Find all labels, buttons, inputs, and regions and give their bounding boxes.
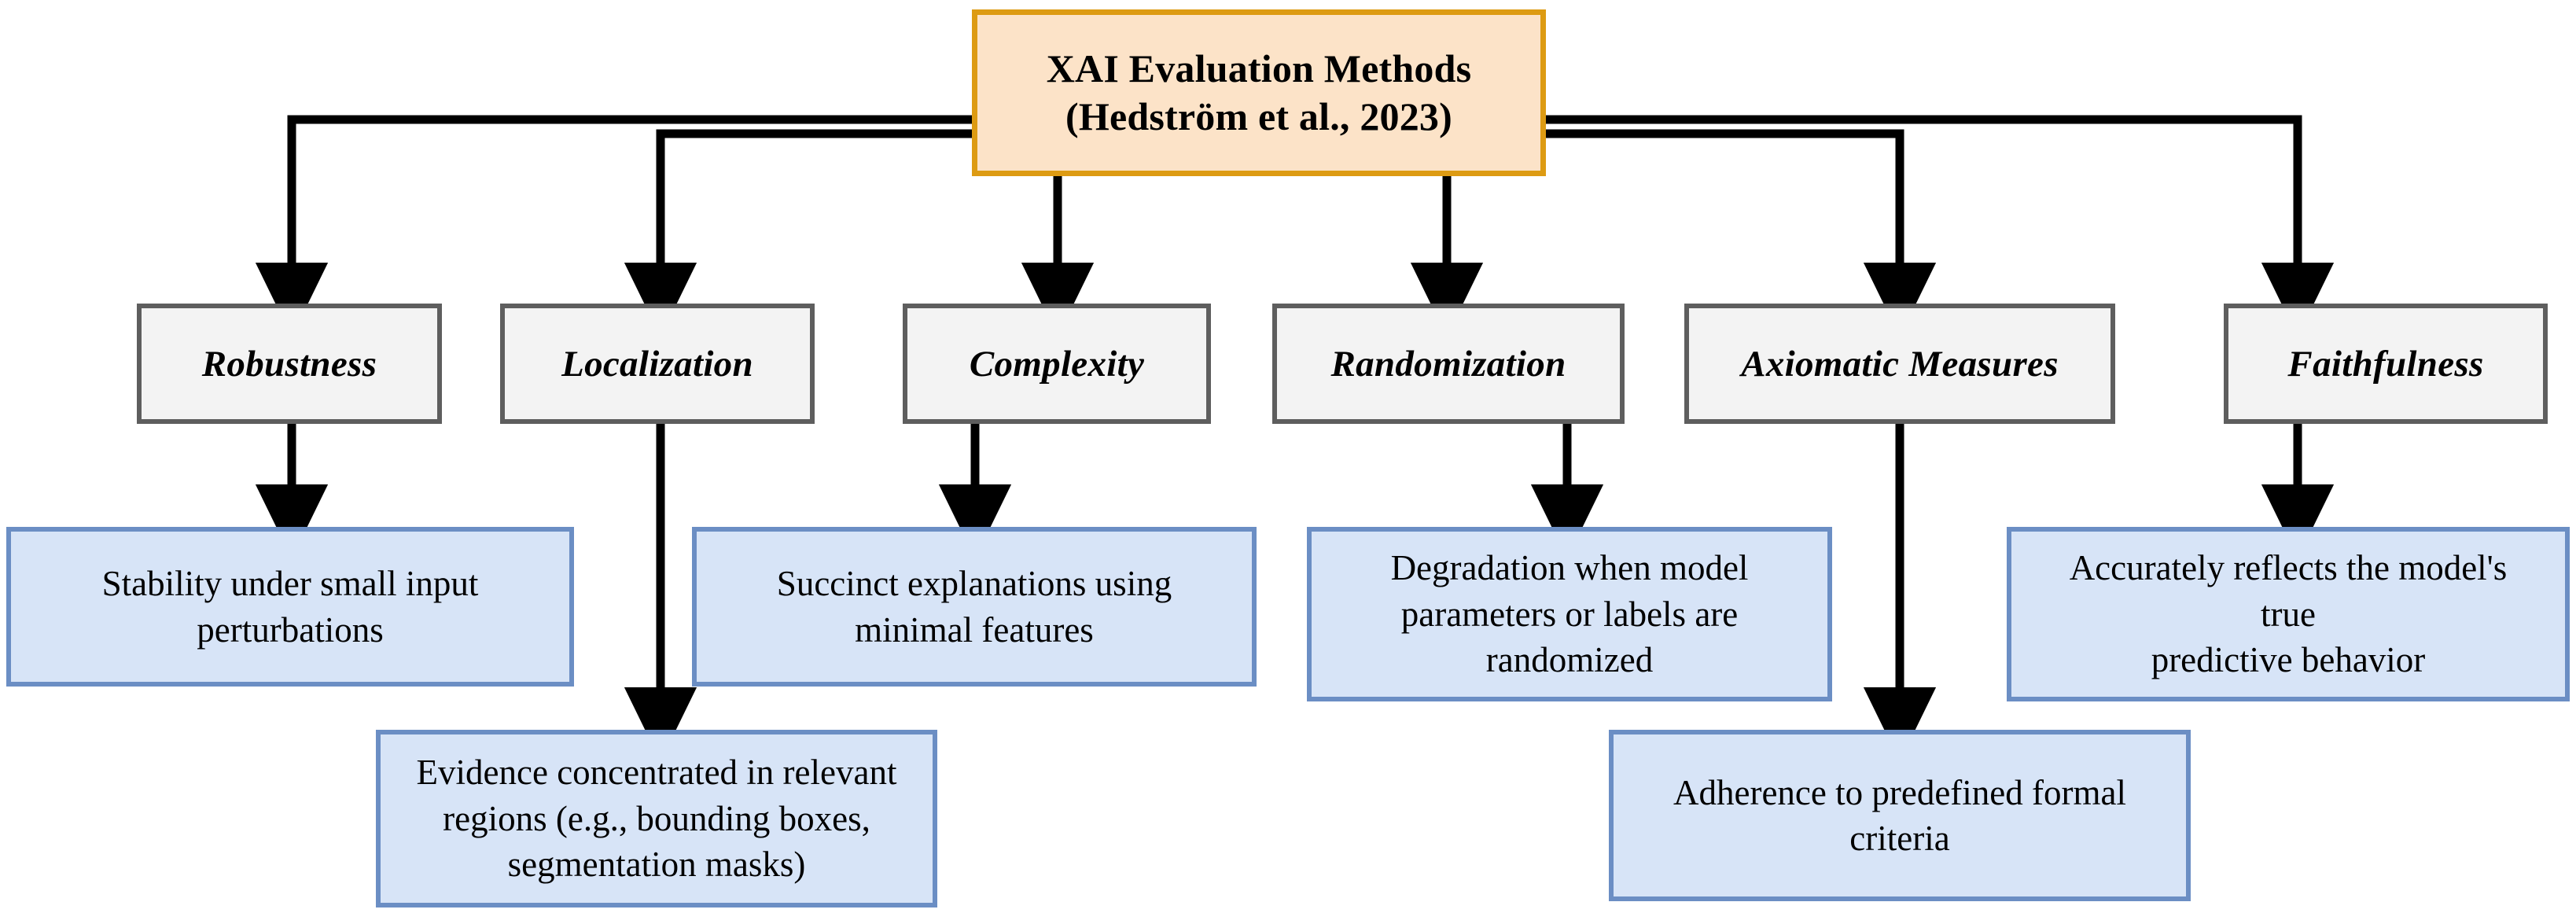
node-category-axiomatic-measures-label: Axiomatic Measures	[1741, 343, 2059, 385]
description-line: Stability under small input	[101, 564, 479, 603]
node-category-complexity-label: Complexity	[969, 343, 1145, 385]
node-category-faithfulness-label: Faithfulness	[2287, 343, 2484, 385]
description-line: perturbations	[197, 609, 384, 650]
node-root-label-line-2: (Hedström et al., 2023)	[1065, 94, 1452, 138]
node-category-robustness-label: Robustness	[201, 343, 377, 385]
node-description-randomization[interactable]: Degradation when model parameters or lab…	[1307, 527, 1832, 701]
node-description-complexity-text: Succinct explanations using minimal feat…	[697, 561, 1252, 653]
node-root-xai-evaluation-methods[interactable]: XAI Evaluation Methods (Hedström et al.,…	[972, 9, 1546, 176]
node-description-complexity[interactable]: Succinct explanations using minimal feat…	[692, 527, 1257, 687]
node-category-localization[interactable]: Localization	[500, 304, 815, 424]
description-line: Evidence concentrated in relevant	[416, 753, 897, 793]
node-category-complexity[interactable]: Complexity	[903, 304, 1211, 424]
description-line: minimal features	[855, 609, 1094, 650]
description-line: predictive behavior	[2151, 640, 2426, 680]
description-line: Succinct explanations using	[776, 564, 1172, 603]
node-category-faithfulness[interactable]: Faithfulness	[2224, 304, 2548, 424]
description-line: Degradation when model	[1390, 548, 1749, 588]
node-description-faithfulness[interactable]: Accurately reflects the model's true pre…	[2007, 527, 2570, 701]
node-description-axiomatic-measures-text: Adherence to predefined formal criteria	[1614, 770, 2186, 862]
node-description-faithfulness-text: Accurately reflects the model's true pre…	[2011, 545, 2565, 683]
node-category-robustness[interactable]: Robustness	[137, 304, 442, 424]
description-line: regions (e.g., bounding boxes,	[443, 798, 870, 838]
description-line: Adherence to predefined formal	[1673, 772, 2126, 812]
description-line: true	[2261, 594, 2316, 634]
description-line: randomized	[1485, 640, 1654, 680]
description-line: Accurately reflects the model's	[2069, 548, 2508, 588]
node-category-localization-label: Localization	[561, 343, 753, 385]
connector-root-to-axiomatic-measures	[1546, 129, 1937, 337]
connector-root-to-localization	[624, 129, 972, 337]
node-description-axiomatic-measures[interactable]: Adherence to predefined formal criteria	[1609, 730, 2191, 901]
node-description-robustness-text: Stability under small input perturbation…	[11, 561, 569, 653]
description-line: parameters or labels are	[1400, 594, 1739, 634]
node-description-robustness[interactable]: Stability under small input perturbation…	[6, 527, 574, 687]
node-category-randomization-label: Randomization	[1330, 343, 1566, 385]
node-description-randomization-text: Degradation when model parameters or lab…	[1312, 545, 1827, 683]
description-line: criteria	[1849, 819, 1950, 858]
node-description-localization[interactable]: Evidence concentrated in relevant region…	[376, 730, 937, 907]
connector-root-to-faithfulness	[1546, 115, 2335, 337]
connector-root-to-robustness	[255, 115, 972, 337]
description-line: segmentation masks)	[507, 845, 806, 885]
node-root-label: XAI Evaluation Methods (Hedström et al.,…	[977, 45, 1540, 141]
node-description-localization-text: Evidence concentrated in relevant region…	[381, 749, 933, 888]
node-root-label-line-1: XAI Evaluation Methods	[1046, 46, 1472, 90]
node-category-axiomatic-measures[interactable]: Axiomatic Measures	[1684, 304, 2115, 424]
node-category-randomization[interactable]: Randomization	[1272, 304, 1625, 424]
